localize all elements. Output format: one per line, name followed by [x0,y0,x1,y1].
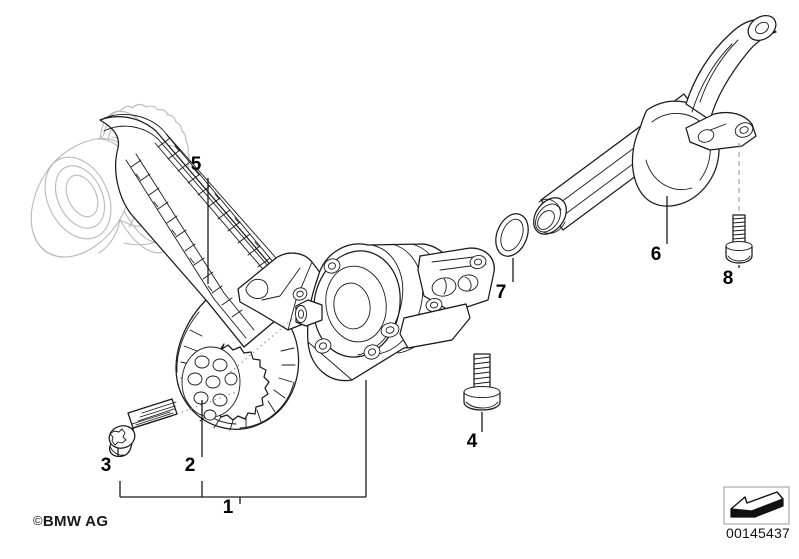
diagram-id-number: 00145437 [726,525,790,541]
callout-5: 5 [190,154,202,175]
arrow-3d-icon [723,486,789,524]
pump-rear-foot [380,303,471,349]
sprocket-lightening-holes [187,355,238,421]
bolt3-threads [131,401,177,429]
callout-6: 6 [650,244,662,265]
callout-2: 2 [184,455,196,476]
assembly-alignment-lines [176,143,740,415]
oil-suction-pipe [533,14,777,235]
callout-4: 4 [466,431,478,452]
callout-8: 8 [722,268,734,289]
suction-pipe-mount-tab [685,111,757,151]
align-bolt3-to-sprocket [176,391,237,415]
copyright-notice: ©BMW AG [33,513,108,530]
callout-3: 3 [100,455,112,476]
chain-left-run-edges [125,153,255,339]
hex-socket-bolt [725,214,753,264]
pump-drive-shaft [295,299,323,327]
copyright-symbol: © [33,513,43,528]
flange-bolt [463,353,501,411]
pump-outlet-flange [417,247,495,313]
suction-pipe-collar [533,197,567,235]
torx-bolt [108,398,178,458]
driven-sprocket [181,343,270,421]
align-shaft-to-sprocket [225,315,297,377]
o-ring-gasket [495,213,529,257]
diagram-id-block: 00145437 [723,486,793,541]
oil-pump-assembly [237,243,495,382]
copyright-owner: BMW AG [42,513,109,530]
diagram-id-icon-group [723,486,790,525]
callout-1: 1 [222,497,234,518]
callout-7: 7 [495,282,507,303]
chain-links-left [130,159,243,318]
suction-pipe-arm [685,14,777,121]
callout-leaders [117,178,740,504]
pump-face-bolt-bosses [314,258,381,360]
chain-crank-wrap [99,114,277,267]
